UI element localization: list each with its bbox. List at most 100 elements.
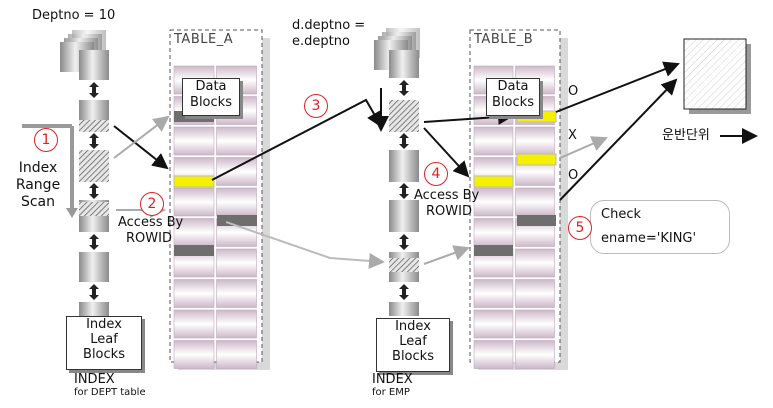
table-a-data-block xyxy=(216,340,257,369)
scan-label: Index Range Scan xyxy=(10,160,66,211)
table-b-blocks-line: Data xyxy=(497,79,529,94)
condition-label: Deptno = 10 xyxy=(32,8,116,23)
table-a-data-block xyxy=(173,340,215,369)
emp-index-block xyxy=(389,302,419,316)
arrow-index-to-table-a xyxy=(113,125,169,170)
table-a-data-block xyxy=(173,218,215,247)
arrow-table-b-to-result xyxy=(559,78,678,201)
access-by-rowid-a-line2: ROWID xyxy=(126,231,172,246)
check-callout-line1: Check xyxy=(601,207,641,222)
table-b-data-block xyxy=(515,340,555,369)
table-a-data-block xyxy=(173,126,215,156)
table-b-data-block xyxy=(473,279,514,308)
dept-index-leaf-line: Index xyxy=(86,317,122,332)
access-by-rowid-b-line2: ROWID xyxy=(426,204,472,219)
emp-index-column xyxy=(389,50,419,316)
emp-index-block xyxy=(389,50,419,78)
dept-index-hatched-entry xyxy=(79,120,109,132)
emp-index-leaf-line: Leaf xyxy=(399,334,427,349)
arrow-emp-index-to-table-b xyxy=(423,108,514,125)
range-scan-arrow-head xyxy=(66,208,78,218)
table-a-name: TABLE_A xyxy=(174,32,234,47)
check-callout: Check ename='KING' xyxy=(590,200,730,254)
dept-index-hatched-entry xyxy=(79,202,109,216)
dept-index-block xyxy=(79,252,109,282)
access-by-rowid-b-line1: Access By xyxy=(414,188,480,203)
table-a-accessed-block xyxy=(217,215,257,226)
dept-index-caption-sub: for DEPT table xyxy=(74,387,146,398)
match-mark-3: O xyxy=(568,168,579,183)
table-b-name: TABLE_B xyxy=(474,32,534,47)
step-2-marker: 2 xyxy=(140,192,164,216)
emp-index-leaf-line: Index xyxy=(395,319,431,334)
table-a-data-block xyxy=(216,309,257,339)
arrow-table-a-to-emp-index-gray xyxy=(225,221,385,269)
step-5-marker: 5 xyxy=(568,216,592,240)
arrow-emp-index-to-table-b-gray xyxy=(423,245,470,265)
table-a-data-block xyxy=(216,157,257,186)
arrow-emp-index-to-table-b xyxy=(423,127,470,178)
table-a-matched-block xyxy=(173,175,215,188)
table-a-blocks-line: Data xyxy=(195,79,227,94)
check-callout-line2: ename='KING' xyxy=(601,231,697,246)
table-a-accessed-block xyxy=(174,111,214,122)
dept-index-hatched-block xyxy=(79,150,109,182)
table-a-blocks-line: Blocks xyxy=(190,95,232,110)
scan-label-line: Range xyxy=(15,177,61,193)
dept-index-link-icons xyxy=(89,82,99,300)
table-a-accessed-block xyxy=(174,245,214,256)
table-a-data-block xyxy=(216,248,257,278)
table-b-data-block xyxy=(515,309,555,339)
table-a-data-block xyxy=(216,279,257,308)
arrow-table-b-rejected xyxy=(559,136,608,159)
emp-index-block xyxy=(389,200,419,232)
table-b-data-block xyxy=(473,126,514,156)
table-b-data-block xyxy=(515,279,555,308)
table-b-matched-block xyxy=(473,175,514,188)
table-b-blocks-label: Data Blocks xyxy=(486,78,540,116)
table-a-data-block xyxy=(173,309,215,339)
table-b-data-block xyxy=(515,187,555,217)
arrow-index-to-table-a-gray xyxy=(113,115,170,159)
table-b-data-block xyxy=(473,340,514,369)
table-b-data-block xyxy=(473,309,514,339)
result-box xyxy=(683,38,747,110)
table-b-blocks-line: Blocks xyxy=(492,95,534,110)
scan-label-line: Scan xyxy=(20,194,56,210)
arrow-table-b-to-result xyxy=(555,61,680,113)
table-a-data-block xyxy=(216,187,257,217)
dept-index-leaf-line: Leaf xyxy=(90,332,118,347)
emp-index-hatched-entry xyxy=(389,258,419,272)
table-a-blocks-label: Data Blocks xyxy=(182,78,240,116)
table-b-accessed-block xyxy=(474,245,513,256)
emp-index-block xyxy=(389,150,419,182)
dept-index-block xyxy=(79,50,109,80)
match-mark-2: X xyxy=(568,128,577,143)
access-by-rowid-a-line1: Access By xyxy=(118,215,184,230)
table-b-matched-block xyxy=(516,153,557,166)
table-b-data-block xyxy=(515,126,555,156)
dept-index-leaf-box: Index Leaf Blocks xyxy=(66,316,142,370)
step-3-marker: 3 xyxy=(304,94,328,118)
table-b-data-block xyxy=(515,248,555,278)
table-a-data-block xyxy=(173,187,215,217)
table-b-data-block xyxy=(473,187,514,217)
scan-label-line: Index xyxy=(18,160,58,176)
table-b-cells xyxy=(473,65,555,369)
step-1-marker: 1 xyxy=(34,128,58,152)
dept-index-leaf-line: Blocks xyxy=(83,347,125,362)
unit-label: 운반단위 xyxy=(662,128,710,143)
table-b-data-block xyxy=(473,218,514,247)
table-a-data-block xyxy=(216,126,257,156)
table-a-data-block xyxy=(173,279,215,308)
emp-index-caption: INDEX xyxy=(372,372,413,387)
step-4-marker: 4 xyxy=(424,162,448,186)
join-condition-line1: d.deptno = xyxy=(292,18,366,33)
table-b-accessed-block xyxy=(517,215,556,226)
emp-index-caption-sub: for EMP xyxy=(372,387,410,398)
emp-index-hatched-block xyxy=(389,100,419,132)
emp-index-leaf-box: Index Leaf Blocks xyxy=(376,318,450,372)
dept-index-caption: INDEX xyxy=(74,372,115,387)
emp-index-leaf-line: Blocks xyxy=(392,349,434,364)
